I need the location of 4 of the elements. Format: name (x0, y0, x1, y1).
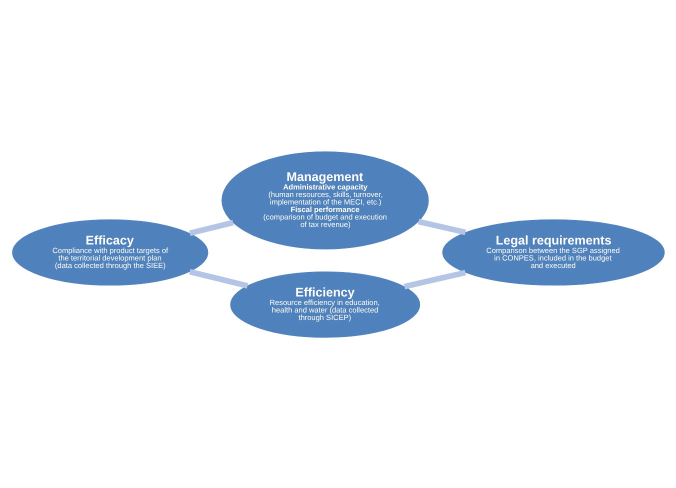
connector (403, 269, 466, 289)
connector (417, 218, 466, 235)
connector (188, 268, 248, 288)
connector (188, 219, 234, 236)
